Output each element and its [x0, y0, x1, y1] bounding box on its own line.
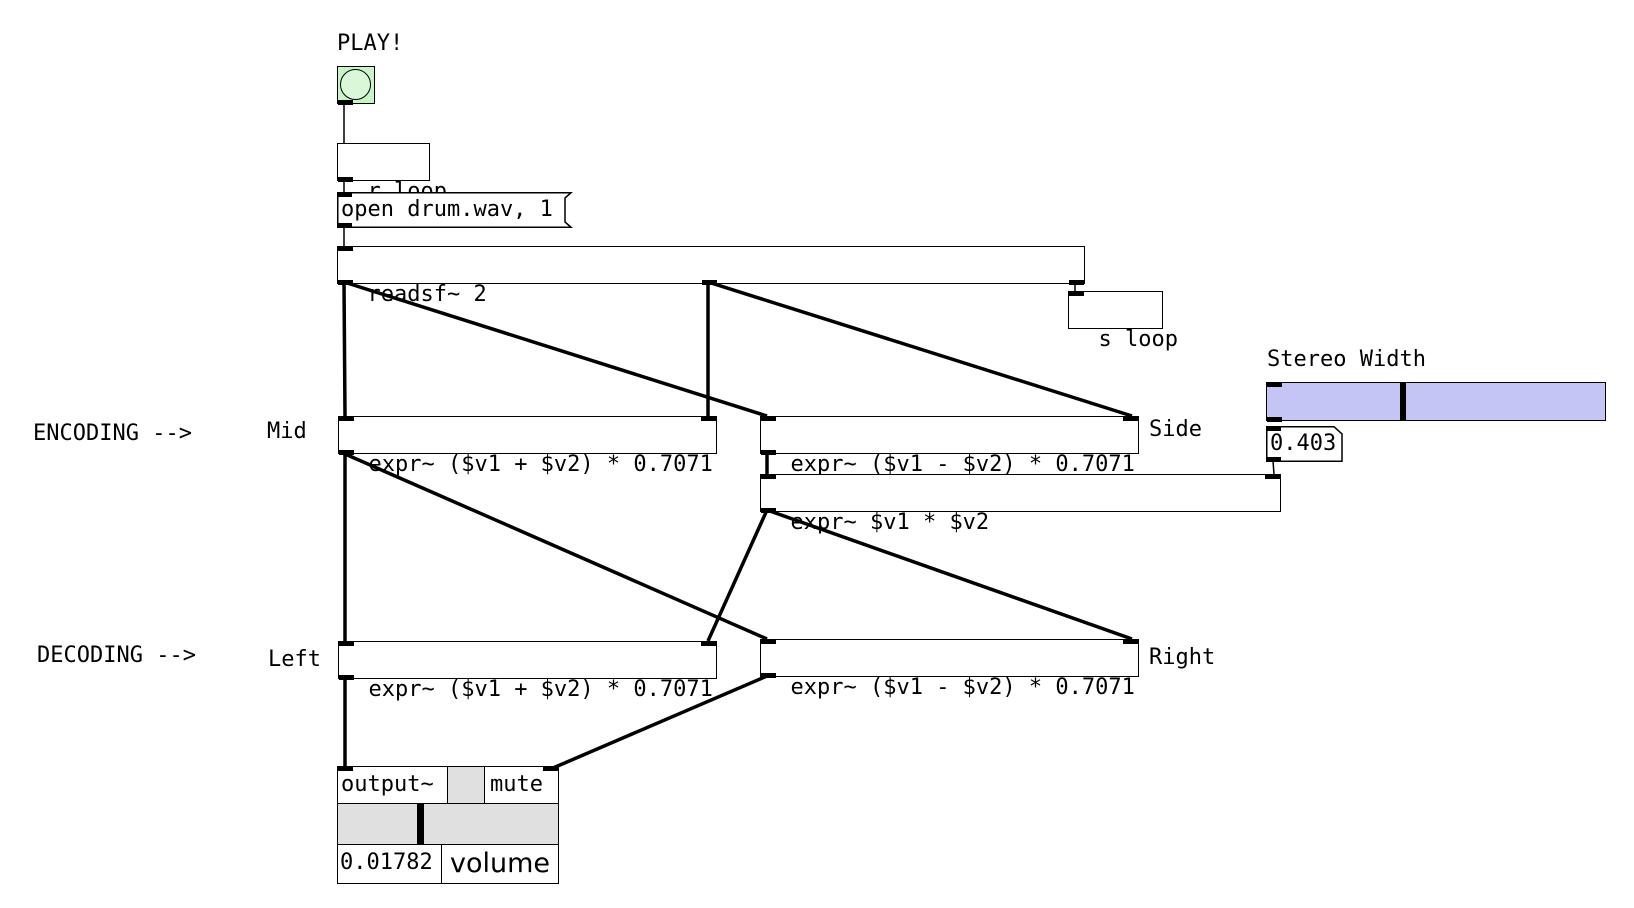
cord-width-to-mul[interactable]	[1272, 460, 1275, 475]
play-label: PLAY!	[337, 31, 404, 56]
inlet-right[interactable]	[543, 765, 558, 771]
mute-toggle[interactable]	[447, 767, 485, 803]
object-text: expr~ ($v1 + $v2) * 0.7071	[368, 452, 713, 477]
readsf-object[interactable]: readsf~ 2	[337, 245, 1085, 307]
inlet[interactable]	[338, 245, 353, 251]
inlet-right[interactable]	[1123, 638, 1138, 644]
outlet[interactable]	[339, 449, 354, 455]
bang-circle-icon	[340, 69, 371, 100]
open-file-message[interactable]: open drum.wav, 1	[337, 192, 581, 228]
object-text: s loop	[1098, 327, 1178, 352]
outlet[interactable]	[338, 99, 353, 105]
number-box-outline	[1266, 426, 1343, 462]
inlet[interactable]	[337, 192, 352, 197]
side-encoder-expr[interactable]: expr~ ($v1 - $v2) * 0.7071	[760, 415, 1139, 477]
cord-readsf-l-to-side[interactable]	[343, 280, 768, 418]
left-decoder-expr[interactable]: expr~ ($v1 + $v2) * 0.7071	[338, 640, 717, 702]
inlet-left[interactable]	[761, 638, 776, 644]
outlet[interactable]	[338, 176, 353, 182]
inlet-left[interactable]	[338, 765, 353, 771]
stereo-width-label: Stereo Width	[1267, 347, 1426, 372]
send-loop-object[interactable]: s loop	[1068, 290, 1178, 352]
mute-label: mute	[490, 772, 543, 797]
volume-slider[interactable]	[338, 803, 558, 845]
inlet-left[interactable]	[761, 415, 776, 421]
width-multiply-expr[interactable]: expr~ $v1 * $v2	[760, 473, 1281, 535]
inlet[interactable]	[1069, 290, 1084, 296]
inlet-right[interactable]	[1265, 473, 1280, 479]
object-text: readsf~ 2	[367, 282, 487, 307]
outlet[interactable]	[337, 223, 352, 228]
output-title: output~	[341, 772, 434, 797]
object-text: expr~ $v1 * $v2	[790, 510, 990, 535]
volume-slider-knob[interactable]	[417, 804, 424, 844]
mid-encoder-expr[interactable]: expr~ ($v1 + $v2) * 0.7071	[338, 415, 717, 477]
inlet-left[interactable]	[761, 473, 776, 479]
inlet[interactable]	[1267, 381, 1282, 387]
cord-readsf-r-to-side[interactable]	[707, 280, 1133, 418]
object-text: expr~ ($v1 - $v2) * 0.7071	[790, 675, 1135, 700]
outlet[interactable]	[761, 449, 776, 455]
volume-label: volume	[450, 848, 551, 879]
outlet[interactable]	[1266, 457, 1281, 462]
outlet-right[interactable]	[702, 279, 717, 285]
output-abstraction[interactable]: output~ mute 0.01782 volume	[337, 765, 559, 884]
inlet-left[interactable]	[339, 640, 354, 646]
inlet-right[interactable]	[1123, 415, 1138, 421]
receive-loop-object[interactable]: r loop	[337, 143, 447, 204]
cord-right-to-output[interactable]	[552, 674, 768, 770]
right-label: Right	[1149, 645, 1216, 670]
number-value: 0.403	[1270, 431, 1337, 456]
play-bang-button[interactable]	[337, 66, 375, 105]
mid-label: Mid	[267, 419, 307, 444]
volume-number[interactable]: 0.01782	[338, 845, 442, 883]
cord-mul-to-left[interactable]	[706, 509, 769, 642]
decoding-label: DECODING -->	[37, 643, 196, 668]
cord-mid-to-right[interactable]	[344, 452, 768, 641]
object-text: expr~ ($v1 - $v2) * 0.7071	[790, 452, 1135, 477]
outlet[interactable]	[1267, 416, 1282, 422]
side-label: Side	[1149, 417, 1202, 442]
outlet[interactable]	[339, 674, 354, 680]
left-label: Left	[268, 647, 321, 672]
inlet-right[interactable]	[701, 640, 716, 646]
stereo-width-number[interactable]: 0.403	[1266, 426, 1344, 462]
outlet[interactable]	[761, 507, 776, 513]
message-text: open drum.wav, 1	[341, 197, 553, 222]
inlet-left[interactable]	[339, 415, 354, 421]
outlet-done[interactable]	[1069, 279, 1084, 285]
inlet[interactable]	[1266, 426, 1281, 431]
outlet[interactable]	[761, 672, 776, 678]
cord-readsf-l-to-mid[interactable]	[342, 281, 347, 417]
object-text: expr~ ($v1 + $v2) * 0.7071	[368, 677, 713, 702]
cord-mul-to-right[interactable]	[766, 508, 1133, 641]
stereo-width-slider[interactable]	[1266, 381, 1606, 422]
inlet-right[interactable]	[701, 415, 716, 421]
right-decoder-expr[interactable]: expr~ ($v1 - $v2) * 0.7071	[760, 638, 1139, 700]
outlet-left[interactable]	[338, 279, 353, 285]
encoding-label: ENCODING -->	[33, 421, 192, 446]
slider-knob[interactable]	[1400, 383, 1406, 420]
